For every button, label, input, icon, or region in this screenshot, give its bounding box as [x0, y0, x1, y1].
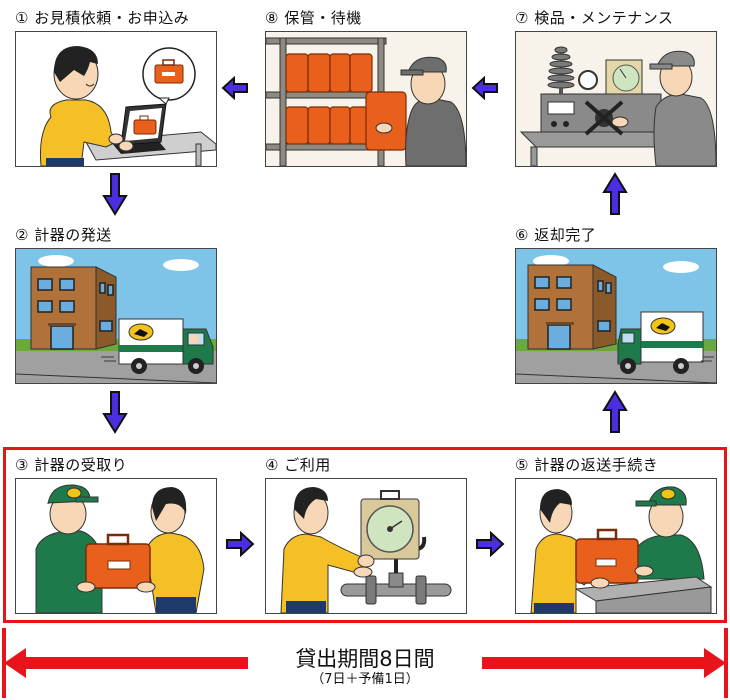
arrow-6-to-7 — [602, 172, 628, 215]
arrow-5-to-6 — [602, 390, 628, 433]
arrow-1-to-2 — [102, 173, 128, 216]
step-3-label: ③ 計器の受取り — [15, 456, 128, 474]
rental-period-box — [3, 447, 727, 623]
step-4-label: ④ ご利用 — [265, 456, 331, 474]
step-8-label: ⑧ 保管・待機 — [265, 9, 362, 27]
step-6-label: ⑥ 返却完了 — [515, 226, 597, 244]
rental-period-label: 貸出期間8日間 — [295, 647, 435, 671]
rental-period-text: 貸出期間8日間 （7日＋予備1日） — [230, 646, 500, 688]
arrow-7-to-8 — [471, 76, 498, 100]
step-5-illustration — [515, 478, 717, 614]
step-3-illustration — [15, 478, 217, 614]
period-right-arrow — [482, 648, 726, 678]
step-1-illustration — [15, 31, 217, 167]
arrow-8-to-1 — [221, 76, 248, 100]
arrow-2-to-3 — [102, 391, 128, 434]
rental-period-detail: （7日＋予備1日） — [311, 672, 419, 687]
step-4-illustration — [265, 478, 467, 614]
arrow-4-to-5 — [476, 531, 505, 557]
step-1-label: ① お見積依頼・お申込み — [15, 9, 190, 27]
step-8-illustration — [265, 31, 467, 167]
step-7-illustration — [515, 31, 717, 167]
step-2-label: ② 計器の発送 — [15, 226, 112, 244]
step-5-label: ⑤ 計器の返送手続き — [515, 456, 659, 474]
step-7-label: ⑦ 検品・メンテナンス — [515, 9, 674, 27]
period-left-arrow — [4, 648, 248, 678]
step-6-illustration — [515, 248, 717, 384]
period-end-tick — [724, 628, 728, 698]
step-2-illustration — [15, 248, 217, 384]
arrow-3-to-4 — [226, 531, 255, 557]
rental-period-indicator — [2, 628, 728, 698]
